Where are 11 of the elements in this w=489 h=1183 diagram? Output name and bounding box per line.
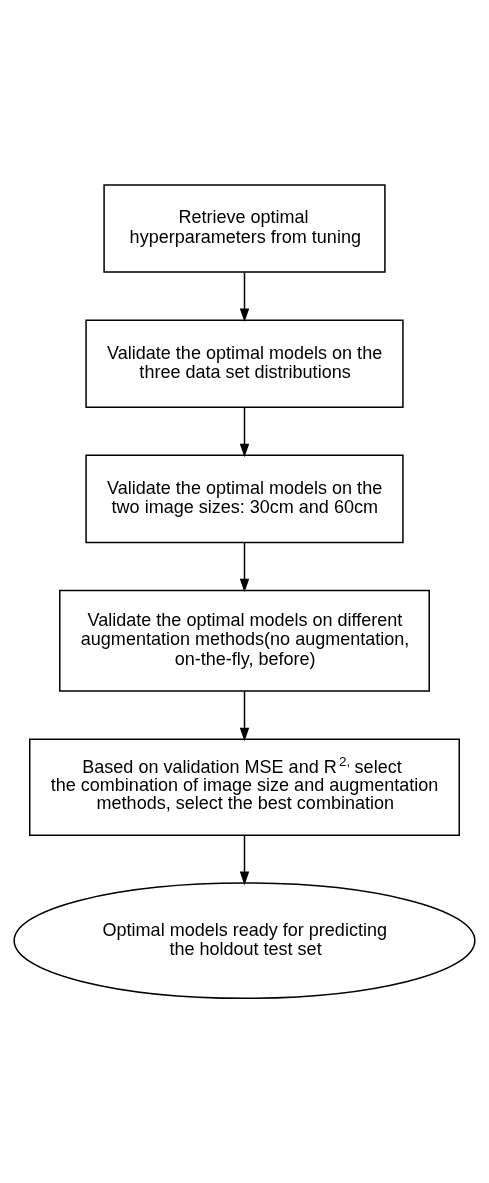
node-box: Retrieve optimal hyperparameters from tuning [103, 184, 386, 273]
node-box: Based on validation MSE and R$^{2,}$ select the combination of image size and augmentation methods, select the best combination [29, 738, 460, 836]
arrow [239, 690, 250, 742]
node-ellipse: Optimal models ready for predicting the holdout test set [13, 882, 476, 1000]
arrow [239, 541, 250, 593]
node-box: Validate the optimal models on the three data set distributions [85, 319, 404, 408]
arrow [239, 834, 250, 886]
node-box: Validate the optimal models on the two image sizes: 30cm and 60cm [85, 454, 404, 544]
arrow [239, 407, 250, 458]
arrow [239, 271, 250, 323]
node-box: Validate the optimal models on different augmentation methods(no augmentation, on-the-fly, before) [59, 589, 430, 692]
